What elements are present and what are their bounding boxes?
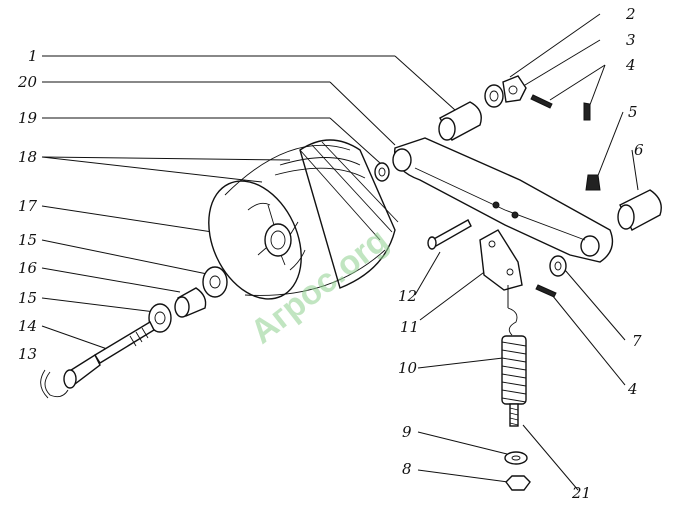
label-9: 9 (402, 423, 412, 441)
label-12: 12 (398, 287, 417, 305)
label-8: 8 (402, 460, 412, 478)
label-15-top: 15 (18, 231, 37, 249)
label-6: 6 (634, 141, 644, 159)
label-19: 19 (18, 109, 38, 127)
label-20: 20 (17, 73, 38, 91)
label-15-bottom: 15 (18, 289, 37, 307)
part-number-labels: 1 2 3 4 4 5 6 7 8 9 10 11 12 13 14 15 15… (17, 5, 644, 502)
axle-assembly (40, 266, 228, 399)
pulley-drum (208, 139, 399, 300)
leader-lines (41, 13, 639, 491)
label-5: 5 (628, 103, 638, 121)
label-13: 13 (18, 345, 37, 363)
label-3: 3 (626, 31, 636, 49)
label-16: 16 (18, 259, 38, 277)
label-7: 7 (632, 332, 642, 350)
bracket-and-pin (427, 219, 523, 291)
label-21: 21 (571, 484, 591, 502)
label-10: 10 (398, 359, 418, 377)
label-4-bottom: 4 (627, 380, 638, 398)
spring-assembly (501, 285, 531, 491)
label-11: 11 (400, 318, 419, 336)
label-17: 17 (18, 197, 38, 215)
label-14: 14 (18, 317, 37, 335)
tension-arm (392, 137, 614, 263)
label-18: 18 (18, 148, 37, 166)
upper-right-parts (438, 75, 662, 298)
label-4-top: 4 (625, 56, 636, 74)
label-2: 2 (625, 5, 636, 23)
label-1: 1 (28, 47, 38, 65)
